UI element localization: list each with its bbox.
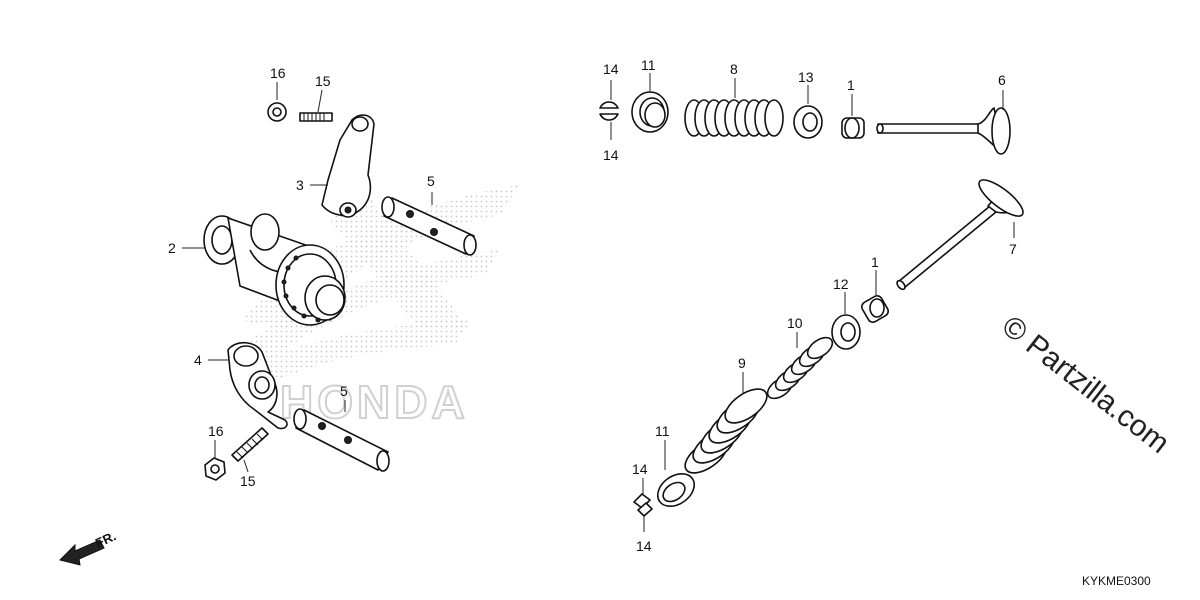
stem-seal-1-bottom[interactable] <box>860 294 890 324</box>
label-11-top: 11 <box>641 57 656 73</box>
valve-6[interactable] <box>876 107 1011 155</box>
spring-seat-13[interactable] <box>793 105 823 139</box>
label-11-bottom: 11 <box>655 423 670 439</box>
rocker-shaft-5-bottom[interactable] <box>293 408 390 472</box>
partzilla-watermark: © Partzilla.com <box>996 310 1176 460</box>
label-9: 9 <box>738 355 746 371</box>
label-14-a: 14 <box>603 61 619 77</box>
stud-15-bottom[interactable] <box>231 427 269 462</box>
label-5-bottom: 5 <box>340 383 348 399</box>
label-7: 7 <box>1009 241 1017 257</box>
cotter-14-bottom[interactable] <box>633 493 653 517</box>
label-3: 3 <box>296 177 304 193</box>
label-10: 10 <box>787 315 803 331</box>
front-direction-label: FR. <box>93 528 118 550</box>
label-14-c: 14 <box>632 461 648 477</box>
label-12: 12 <box>833 276 849 292</box>
rocker-shaft-5-top[interactable] <box>381 196 477 256</box>
label-2: 2 <box>168 240 176 256</box>
front-direction-arrow: FR. <box>59 528 118 566</box>
spring-10[interactable] <box>764 333 836 402</box>
retainer-11-bottom[interactable] <box>652 467 701 513</box>
label-1-top: 1 <box>847 77 855 93</box>
stud-15-top[interactable] <box>299 112 333 122</box>
label-4: 4 <box>194 352 202 368</box>
spring-8[interactable] <box>684 99 784 137</box>
label-14-b: 14 <box>603 147 619 163</box>
honda-wing-logo: HONDA <box>235 185 520 429</box>
label-8: 8 <box>730 61 738 77</box>
rocker-arm-4[interactable] <box>227 341 288 430</box>
camshaft-2[interactable] <box>203 213 346 326</box>
label-13: 13 <box>798 69 814 85</box>
retainer-11-top[interactable] <box>631 91 669 133</box>
spring-seat-12[interactable] <box>831 314 861 350</box>
label-16-top: 16 <box>270 65 286 81</box>
valve-7[interactable] <box>895 174 1027 291</box>
label-1-bottom: 1 <box>871 254 879 270</box>
diagram-code: KYKME0300 <box>1082 574 1151 588</box>
nut-16-bottom[interactable] <box>204 457 226 481</box>
spring-9[interactable] <box>679 382 772 479</box>
label-16-bottom: 16 <box>208 423 224 439</box>
label-14-d: 14 <box>636 538 652 554</box>
stem-seal-1-top[interactable] <box>841 117 865 139</box>
label-15-bottom: 15 <box>240 473 256 489</box>
label-6: 6 <box>998 72 1006 88</box>
label-5-top: 5 <box>427 173 435 189</box>
cotter-14-top[interactable] <box>599 101 619 121</box>
label-15-top: 15 <box>315 73 331 89</box>
rocker-arm-3[interactable] <box>321 114 375 218</box>
nut-16-top[interactable] <box>267 102 287 122</box>
